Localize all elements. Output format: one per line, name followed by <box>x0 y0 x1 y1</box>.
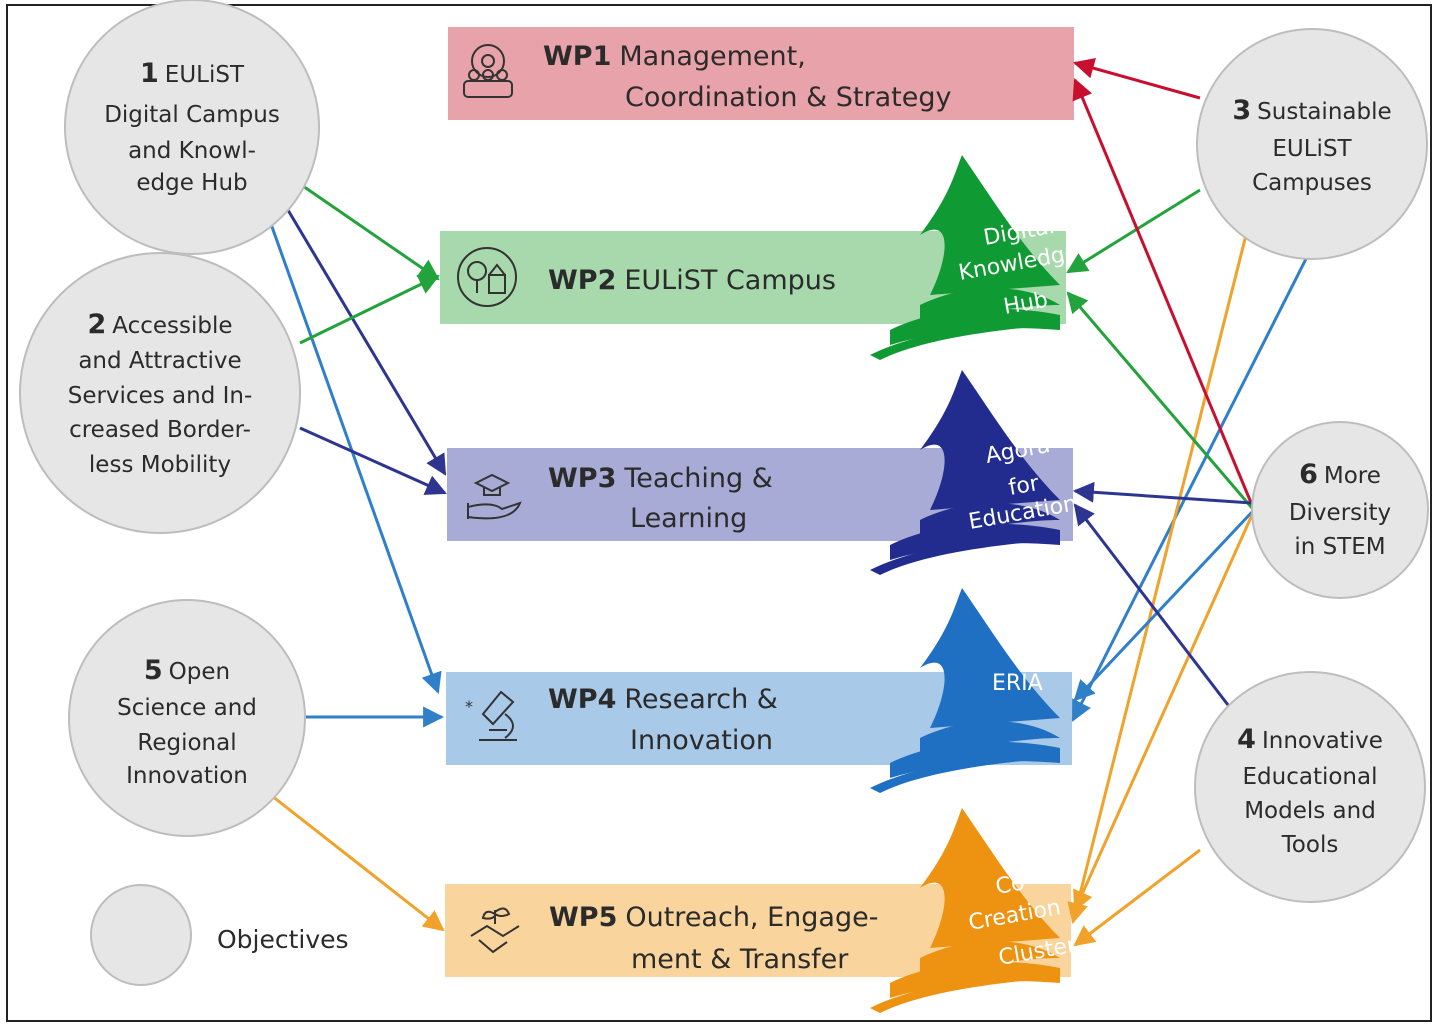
objective-circle <box>68 599 306 837</box>
objective-number: 5 <box>144 655 163 686</box>
svg-text:*: * <box>465 697 473 716</box>
arrow-objective-4-to-wp5 <box>1073 848 1201 947</box>
sail-wave <box>870 323 1055 360</box>
arrow-objective-2-to-wp3 <box>299 426 447 495</box>
arrow-objective-6-to-wp3 <box>1072 481 1253 505</box>
objective-circle <box>1251 421 1429 599</box>
arrow-objective-3-to-wp1 <box>1072 57 1201 100</box>
wp-box-background <box>448 27 1074 120</box>
arrow-objective-1-to-wp3 <box>283 204 447 476</box>
objective-circle <box>64 0 320 255</box>
wp-label-line: Coordination & Strategy <box>625 82 951 113</box>
objective-label-line: and Knowl- <box>128 138 256 164</box>
objective-circle <box>1196 28 1428 260</box>
sail-shape <box>920 155 1060 295</box>
legend-label: Objectives <box>217 925 349 954</box>
objective-circle <box>19 252 301 534</box>
objective-number: 4 <box>1237 724 1256 755</box>
wp-code: WP2 <box>548 265 616 296</box>
sail-body <box>890 961 1060 998</box>
objective-label-line: creased Border- <box>69 417 251 443</box>
wp-label-line: ment & Transfer <box>631 944 849 975</box>
objective-label-line: Science and <box>117 695 257 721</box>
arrow-objective-6-to-wp2 <box>1066 291 1254 509</box>
arrow-objective-4-to-wp3 <box>1073 503 1230 706</box>
wp-label-line: Learning <box>630 503 747 534</box>
objective-label-line: Educational <box>1243 764 1378 790</box>
wp-code: WP1 <box>543 41 611 72</box>
objective-label-line: Campuses <box>1252 170 1372 196</box>
objective-label-line: Digital Campus <box>104 102 280 128</box>
legend-objective-circle <box>90 884 192 986</box>
arrow-objective-2-to-wp2 <box>299 274 440 345</box>
sail-body <box>890 741 1060 778</box>
sail-shape <box>920 588 1060 728</box>
objective-label-line: Services and In- <box>68 383 253 409</box>
objective-label-line: less Mobility <box>89 452 231 478</box>
campus-building-icon <box>457 247 517 307</box>
arrow-objective-3-to-wp5 <box>1067 234 1248 925</box>
objective-label-line: Regional <box>137 730 236 756</box>
sail-wave <box>870 756 1055 793</box>
sail-wave <box>870 976 1055 1013</box>
wp-code: WP3 <box>548 463 616 494</box>
objective-label-line: EULiST <box>1272 136 1352 162</box>
objective-number: 6 <box>1299 459 1318 490</box>
arrow-objective-3-to-wp4 <box>1071 244 1315 722</box>
sail-shape <box>920 370 1060 510</box>
wp-code: WP4 <box>548 684 616 715</box>
diagram-frame <box>6 4 1432 1022</box>
arrow-objective-6-to-wp5 <box>1073 514 1254 912</box>
objective-label-line: Diversity <box>1289 500 1391 526</box>
objective-label-line: and Attractive <box>78 348 241 374</box>
arrow-objective-5-to-wp5 <box>271 794 445 932</box>
objective-number: 3 <box>1232 95 1251 126</box>
objective-number: 1 <box>140 58 159 89</box>
objective-circle <box>1194 671 1426 903</box>
sail-body <box>890 523 1060 560</box>
objective-label-line: Tools <box>1281 832 1339 858</box>
arrow-objective-6-to-wp4 <box>1073 510 1254 702</box>
sail-label: for <box>1007 471 1042 501</box>
wp-code: WP5 <box>549 902 617 933</box>
objective-label-line: in STEM <box>1294 534 1385 560</box>
wp-label-line: Innovation <box>630 725 773 756</box>
objective-label-line: edge Hub <box>136 170 247 196</box>
team-gear-icon <box>463 44 513 98</box>
sail-wave <box>870 538 1055 575</box>
arrow-objective-3-to-wp2 <box>1066 188 1201 274</box>
microscope-icon: * <box>465 690 517 741</box>
sail-shape <box>920 808 1060 948</box>
objective-label-line: Models and <box>1244 798 1376 824</box>
sail-body <box>890 308 1060 345</box>
objective-label-line: Innovation <box>126 763 248 789</box>
graduation-cap-hand-icon <box>467 473 522 520</box>
objective-number: 2 <box>87 309 106 340</box>
arrow-objective-1-to-wp2 <box>299 182 440 281</box>
handshake-plant-icon <box>470 907 520 954</box>
sail-emblem-wp4: ERIA <box>870 588 1060 793</box>
arrow-objective-6-to-wp1 <box>1072 78 1254 506</box>
sail-label: ERIA <box>992 671 1043 696</box>
